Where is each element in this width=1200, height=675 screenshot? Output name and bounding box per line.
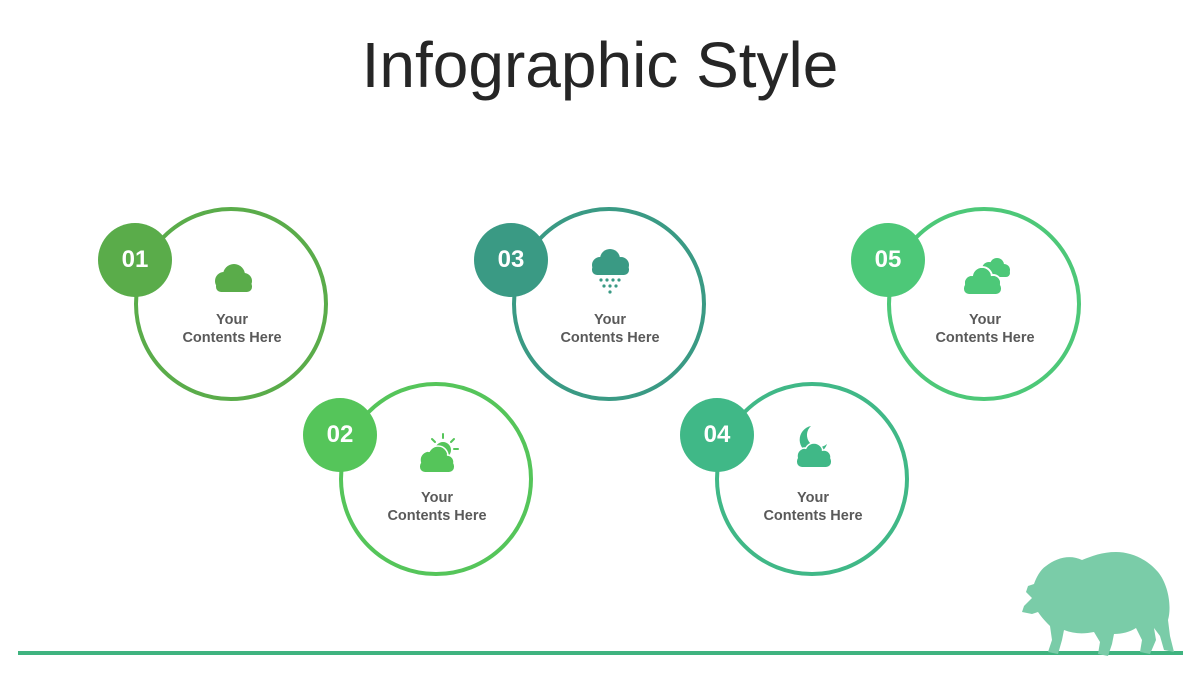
step-number-badge: 05 xyxy=(851,223,925,297)
step-label-line2: Contents Here xyxy=(387,508,487,524)
step-label-line1: Your xyxy=(797,490,829,506)
step-label: Your Contents Here xyxy=(733,489,893,525)
step-label-line1: Your xyxy=(969,312,1001,328)
ground-line xyxy=(18,651,1183,655)
step-number-badge: 03 xyxy=(474,223,548,297)
rain-cloud-icon xyxy=(592,249,629,294)
step-label-line2: Contents Here xyxy=(182,330,282,346)
step-number-badge: 02 xyxy=(303,398,377,472)
step-label-line2: Contents Here xyxy=(763,508,863,524)
step-label-line1: Your xyxy=(594,312,626,328)
double-cloud-icon xyxy=(963,258,1010,294)
partly-sunny-icon xyxy=(419,433,459,472)
step-label: Your Contents Here xyxy=(152,311,312,347)
page-title: Infographic Style xyxy=(361,29,839,101)
step-label: Your Contents Here xyxy=(357,489,517,525)
night-cloud-icon xyxy=(796,426,832,467)
step-ring xyxy=(512,207,706,401)
cloud-icon xyxy=(215,264,252,292)
step-label: Your Contents Here xyxy=(530,311,690,347)
step-label-line1: Your xyxy=(421,490,453,506)
step-label-line2: Contents Here xyxy=(935,330,1035,346)
step-label: Your Contents Here xyxy=(905,311,1065,347)
bear-icon xyxy=(1022,552,1174,656)
step-number-badge: 04 xyxy=(680,398,754,472)
step-label-line1: Your xyxy=(216,312,248,328)
step-label-line2: Contents Here xyxy=(560,330,660,346)
step-number-badge: 01 xyxy=(98,223,172,297)
